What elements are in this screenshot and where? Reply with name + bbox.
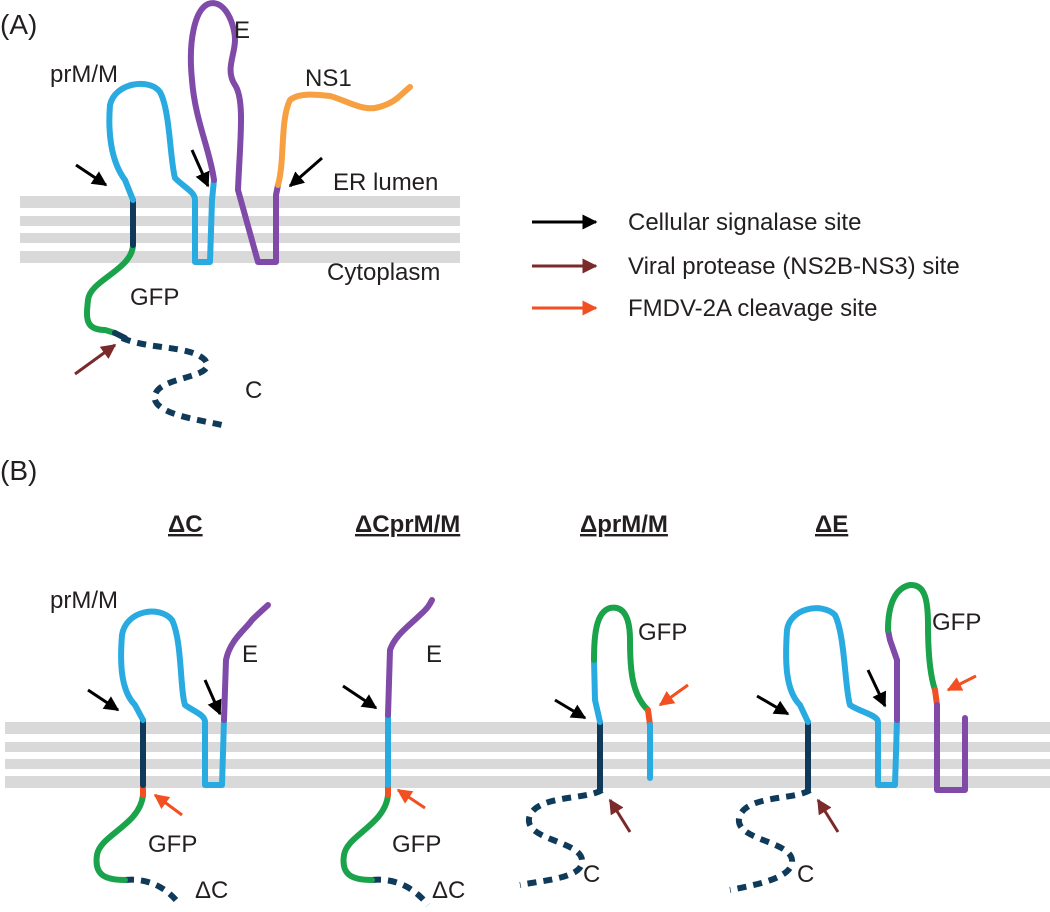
signalase-arrow-prM [75,163,108,187]
prM-M-stem-segment [591,657,603,725]
c-label: ΔC [432,877,465,904]
signalase-arrow [866,669,887,708]
NS1-label: NS1 [305,65,352,92]
legend-item-label: Viral protease (NS2B-NS3) site [628,253,960,280]
er-lumen-label: ER lumen [333,169,438,196]
E-tm-segment [934,702,968,793]
fmdv-arrow [396,788,426,810]
construct-delta-c: ΔC prM/M E GFP ΔC [50,511,271,907]
signalase-arrow [756,694,790,716]
protease-arrow-C [74,343,117,376]
legend-item-protease: Viral protease (NS2B-NS3) site [532,253,960,280]
legend-item-signalase: Cellular signalase site [532,209,861,236]
prM-M-segment [783,605,900,788]
c-label: C [245,377,262,404]
construct-delta-e: ΔE GFP C [729,511,981,893]
legend-item-label: FMDV-2A cleavage site [628,295,877,322]
construct-title: ΔC [168,511,203,538]
gfp-segment [885,582,938,693]
gfp-linker-segment [112,330,128,341]
gfp-label: GFP [638,619,687,646]
signalase-arrow [87,688,120,712]
delta-c-segment [124,876,183,907]
protease-arrow [608,798,632,833]
construct-delta-prm-m: ΔprM/M GFP C [519,511,689,888]
capsid-segment [120,335,223,428]
construct-title: ΔCprM/M [355,511,460,538]
construct-title: ΔprM/M [580,511,668,538]
signalase-arrow-E [190,149,210,188]
legend-item-fmdv: FMDV-2A cleavage site [532,295,877,322]
signalase-arrow-NS1 [288,156,323,188]
E-stem-segment [885,627,900,723]
legend-item-label: Cellular signalase site [628,209,861,236]
fmdv-arrow [946,674,977,692]
c-label: C [797,861,814,888]
panel-a-label: (A) [0,9,37,40]
signalase-arrow [342,684,378,710]
c-label: ΔC [195,877,228,904]
fmdv-arrow [153,793,183,817]
construct-delta-cprm-m: ΔCprM/M E GFP ΔC [340,511,465,907]
signalase-arrow [203,679,222,716]
fmdv-arrow [658,683,689,707]
capsid-segment [729,787,812,893]
c-label: C [583,861,600,888]
gfp-segment [591,604,651,713]
construct-title: ΔE [815,511,848,538]
E-segment [187,0,281,265]
panel-a: (A) prM/M E NS1 ER lumen Cytoplasm [0,0,460,428]
capsid-segment [519,787,604,888]
NS1-segment [275,84,413,188]
gfp-segment [84,242,136,336]
prM-M-segment [118,608,227,788]
E-label: E [242,641,258,668]
prM-M-segment [106,81,217,265]
E-label: E [426,641,442,668]
prM-M-label: prM/M [50,587,118,614]
E-segment [385,597,435,718]
panel-b: (B) ΔC prM/M E GFP ΔC ΔCprM/M [0,455,1050,907]
E-segment [221,602,271,723]
panel-b-label: (B) [0,455,37,486]
gfp-label: GFP [392,831,441,858]
gfp-label: GFP [130,284,179,311]
gfp-segment [340,792,391,883]
E-label: E [234,17,250,44]
gfp-label: GFP [148,831,197,858]
legend: Cellular signalase site Viral protease (… [532,209,960,322]
protease-arrow [816,798,840,833]
signalase-arrow [554,698,587,720]
prM-M-label: prM/M [50,61,118,88]
gfp-label: GFP [932,609,981,636]
cytoplasm-label: Cytoplasm [327,259,440,286]
gfp-segment [93,792,146,883]
membrane-b [5,722,1050,788]
delta-c-segment [371,876,431,907]
